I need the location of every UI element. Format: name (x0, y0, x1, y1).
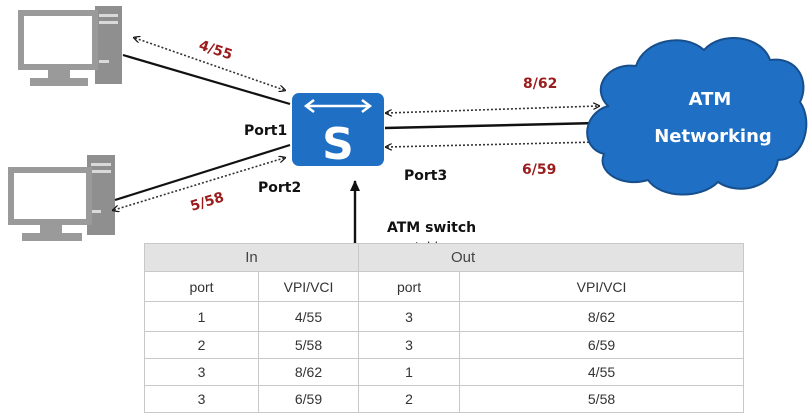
table-cell: 1 (144, 301, 259, 332)
vc-arrow-host2 (114, 158, 284, 210)
table-cell: 3 (144, 358, 259, 386)
table-cell: 8/62 (257, 358, 360, 386)
table-cell: 2 (358, 385, 461, 413)
vc-label-host1: 4/55 (197, 38, 235, 64)
computer-2-icon (8, 155, 115, 241)
table-group-in: In (143, 243, 360, 272)
port3-label: Port3 (404, 168, 447, 184)
vc-label-cloud-out: 8/62 (523, 76, 557, 92)
table-cell: 4/55 (459, 358, 745, 386)
port1-label: Port1 (244, 123, 287, 139)
column-header: VPI/VCI (459, 271, 745, 302)
cloud-label-line1: ATM (689, 89, 732, 110)
table-cell: 3 (358, 331, 461, 359)
table-row: 1 4/55 3 8/62 (144, 301, 745, 332)
vc-arrow-cloud-bottom (387, 142, 598, 147)
table-row: 3 8/62 1 4/55 (144, 358, 745, 386)
table-cell: 6/59 (459, 331, 745, 359)
table-cell: 4/55 (257, 301, 360, 332)
column-header: VPI/VCI (257, 271, 360, 302)
column-header: port (144, 271, 259, 302)
table-cell: 5/58 (459, 385, 745, 413)
port2-label: Port2 (258, 180, 301, 196)
switch-letter: S (322, 119, 354, 170)
table-group-out: Out (358, 243, 745, 272)
link-host1-switch (122, 53, 291, 106)
table-cell: 3 (358, 301, 461, 332)
vc-arrow-cloud-top (387, 106, 598, 113)
atm-cloud-icon: ATM Networking (586, 36, 808, 196)
vc-label-host2: 5/58 (188, 189, 226, 214)
atm-switch-label: ATM switch (387, 220, 476, 236)
table-cell: 5/58 (257, 331, 360, 359)
atm-switch-icon: S (292, 93, 384, 170)
table-cell: 8/62 (459, 301, 745, 332)
table-cell: 3 (144, 385, 259, 413)
column-header: port (358, 271, 461, 302)
vc-label-cloud-in: 6/59 (522, 162, 556, 178)
cloud-label-line2: Networking (654, 126, 772, 147)
table-cell: 2 (144, 331, 259, 359)
computer-1-icon (18, 6, 122, 86)
link-switch-cloud (384, 121, 599, 130)
table-row: 3 6/59 2 5/58 (144, 385, 745, 413)
table-row: 2 5/58 3 6/59 (144, 331, 745, 359)
table-cell: 6/59 (257, 385, 360, 413)
vc-switching-table: In Out port VPI/VCI port VPI/VCI 1 4/55 … (143, 243, 745, 413)
table-cell: 1 (358, 358, 461, 386)
